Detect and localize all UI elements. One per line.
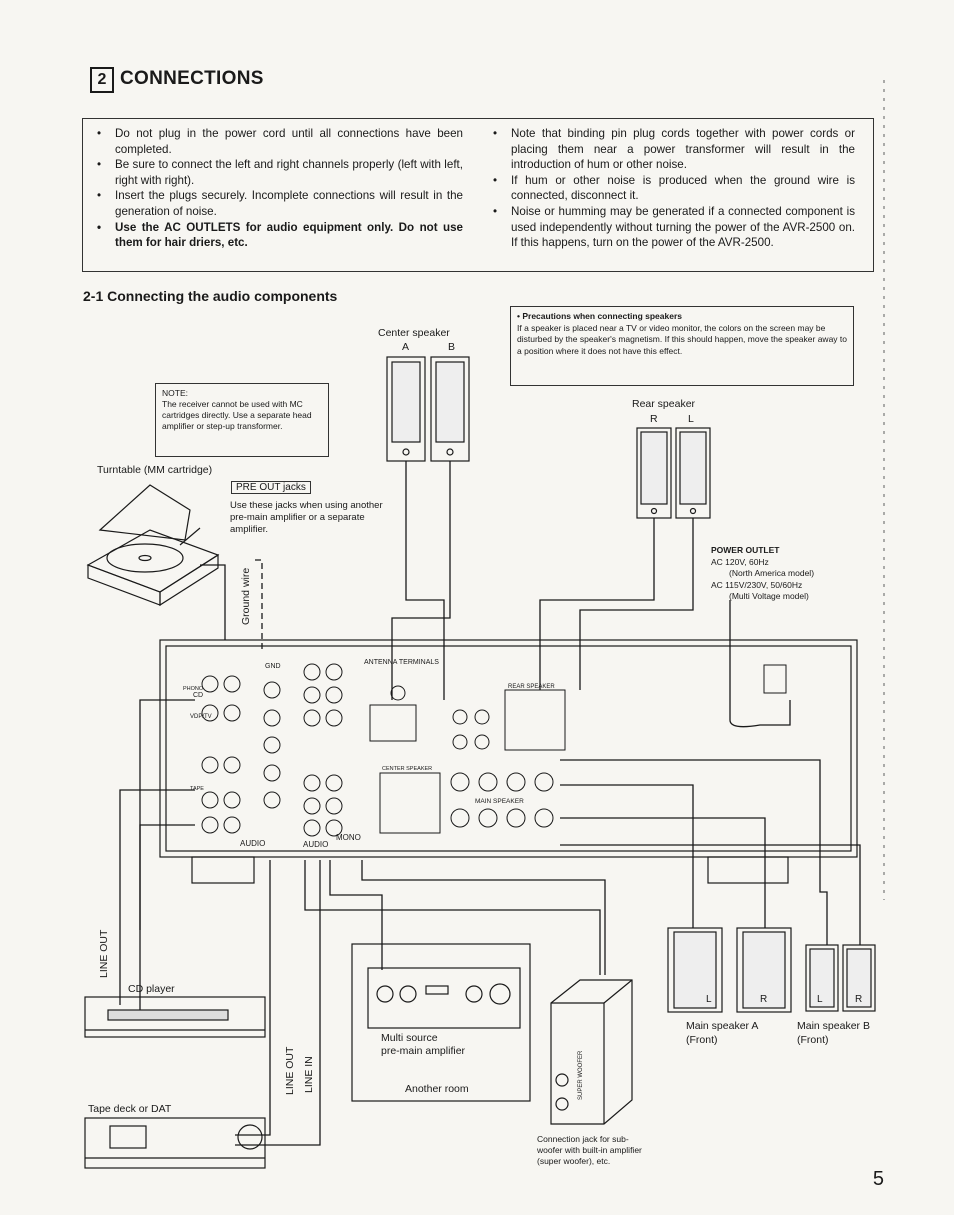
- warnings-box: Do not plug in the power cord until all …: [82, 118, 874, 272]
- power-outlet-line1: AC 120V, 60Hz: [711, 556, 769, 567]
- subwoofer: [550, 979, 633, 1125]
- power-outlet-line3: AC 115V/230V, 50/60Hz: [711, 579, 803, 590]
- center-b-label: B: [448, 341, 456, 353]
- tape-deck-label: Tape deck or DAT: [88, 1103, 172, 1115]
- another-room-label: Another room: [405, 1083, 469, 1095]
- warning-item: Be sure to connect the left and right ch…: [91, 157, 463, 188]
- precautions-box: • Precautions when connecting speakers I…: [510, 306, 854, 386]
- rear-l-label: L: [688, 413, 694, 425]
- antenna-label: ANTENNA TERMINALS: [364, 659, 439, 666]
- precautions-title: • Precautions when connecting speakers: [517, 311, 683, 321]
- power-outlet-line2: (North America model): [729, 568, 815, 578]
- subsection-title: 2-1 Connecting the audio components: [83, 288, 338, 304]
- rear-speaker-label: Rear speaker: [632, 398, 696, 410]
- gnd-label: GND: [265, 663, 281, 670]
- center-speaker-b: [430, 356, 470, 462]
- main-a-l-tag: L: [706, 994, 712, 1005]
- subwoofer-note-1: Connection jack for sub-: [537, 1134, 629, 1144]
- main-speaker-a-r: [736, 927, 792, 1013]
- warning-item: Do not plug in the power cord until all …: [91, 126, 463, 157]
- warning-item: Use the AC OUTLETS for audio equipment o…: [91, 220, 463, 251]
- cd-player: [84, 996, 266, 1038]
- pre-out-label: PRE OUT jacks: [231, 481, 311, 494]
- multi-source-label-1: Multi source: [381, 1032, 438, 1044]
- main-a-label-2: (Front): [686, 1034, 718, 1046]
- center-speaker-a: [386, 356, 426, 462]
- main-speaker-a-l: [667, 927, 723, 1013]
- page-number: 5: [872, 1168, 884, 1190]
- warnings-left: Do not plug in the power cord until all …: [91, 126, 463, 251]
- subwoofer-note: Connection jack for sub- woofer with bui…: [537, 1134, 642, 1167]
- precautions-text: If a speaker is placed near a TV or vide…: [517, 322, 848, 356]
- warning-item: Note that binding pin plug cords togethe…: [487, 126, 855, 173]
- turntable-label: Turntable (MM cartridge): [97, 464, 213, 476]
- subwoofer-note-3: (super woofer), etc.: [537, 1156, 611, 1166]
- mono-label: MONO: [336, 833, 361, 842]
- main-speaker-b-l: [805, 944, 839, 1012]
- note-box: NOTE: The receiver cannot be used with M…: [155, 383, 329, 457]
- warnings-right: Note that binding pin plug cords togethe…: [487, 126, 855, 251]
- super-woofer-label: SUPER WOOFER: [578, 1050, 584, 1100]
- section-title: CONNECTIONS: [120, 68, 264, 89]
- multi-source-label-2: pre-main amplifier: [381, 1045, 466, 1057]
- main-b-l-tag: L: [817, 994, 823, 1005]
- main-b-label-1: Main speaker B: [797, 1020, 870, 1032]
- center-speaker-label: Center speaker: [378, 327, 450, 339]
- main-speaker-b-r: [842, 944, 876, 1012]
- cables: [119, 461, 861, 1146]
- another-room-box: [351, 943, 531, 1102]
- warning-item: Noise or humming may be generated if a c…: [487, 204, 855, 251]
- main-speaker-panel-label: MAIN SPEAKER: [475, 798, 524, 805]
- note-text: The receiver cannot be used with MC cart…: [162, 399, 312, 431]
- tape-deck: [84, 1117, 266, 1169]
- main-a-label-1: Main speaker A: [686, 1020, 759, 1032]
- note-title: NOTE:: [162, 388, 188, 398]
- section-number: 2: [90, 67, 114, 93]
- subwoofer-note-2: woofer with built-in amplifier: [537, 1145, 642, 1155]
- main-b-label-2: (Front): [797, 1034, 829, 1046]
- rear-speaker-r: [636, 427, 672, 519]
- receiver-rear-panel: ANTENNA TERMINALS REAR SPEAKER MAIN SPEA…: [159, 639, 858, 884]
- power-outlet-title: POWER OUTLET: [711, 545, 780, 555]
- warning-item: If hum or other noise is produced when t…: [487, 173, 855, 204]
- power-outlet-line4: (Multi Voltage model): [729, 591, 809, 601]
- rear-r-label: R: [650, 413, 658, 425]
- audio-label: AUDIO: [240, 839, 265, 848]
- rear-speaker-panel-label: REAR SPEAKER: [508, 684, 555, 690]
- cd-label: CD: [193, 692, 203, 699]
- pre-out-text: Use these jacks when using another pre-m…: [230, 500, 383, 535]
- audio-label-2: AUDIO: [303, 840, 328, 849]
- vdp-tv-label: VDP/TV: [190, 714, 212, 720]
- rear-speaker-l: [675, 427, 711, 519]
- main-a-r-tag: R: [760, 994, 767, 1005]
- center-a-label: A: [402, 341, 410, 353]
- warning-item: Insert the plugs securely. Incomplete co…: [91, 188, 463, 219]
- main-b-r-tag: R: [855, 994, 862, 1005]
- tape-label: TAPE: [190, 786, 204, 792]
- phono-label: PHONO: [183, 686, 204, 692]
- turntable: [86, 484, 220, 607]
- center-speaker-panel-label: CENTER SPEAKER: [382, 766, 432, 772]
- power-outlet: POWER OUTLET AC 120V, 60Hz (North Americ…: [711, 545, 814, 603]
